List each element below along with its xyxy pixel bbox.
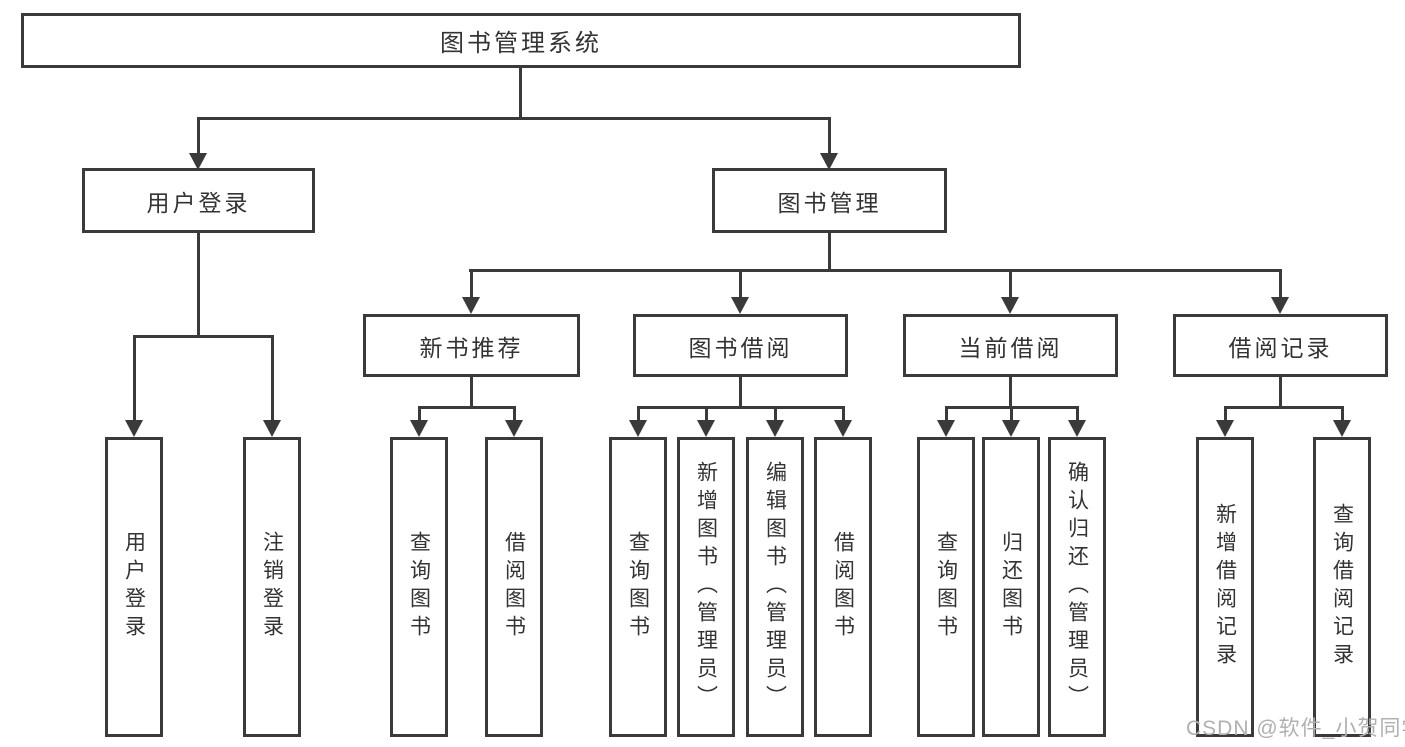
leaf-edit-book-admin: 编辑图书（管理员） xyxy=(746,437,804,737)
arrow-down-icon xyxy=(1271,297,1289,314)
connector-br-crossbar xyxy=(1224,406,1344,409)
node-current-borrowing: 当前借阅 xyxy=(903,314,1118,377)
connector-br-leaf1 xyxy=(1224,406,1227,422)
leaf-user-login: 用户登录 xyxy=(105,437,163,737)
leaf-add-borrow-record: 新增借阅记录 xyxy=(1196,437,1254,737)
node-root-library-system: 图书管理系统 xyxy=(21,13,1021,68)
leaf-query-books-current: 查询图书 xyxy=(917,437,975,737)
leaf-return-book: 归还图书 xyxy=(982,437,1040,737)
node-label: 用户登录 xyxy=(146,189,251,216)
arrow-down-icon xyxy=(937,420,955,437)
leaf-logout: 注销登录 xyxy=(243,437,301,737)
arrow-down-icon xyxy=(1001,297,1019,314)
connector-to-leaf-logout xyxy=(271,335,274,422)
leaf-borrow-books-borrowing: 借阅图书 xyxy=(814,437,872,737)
leaf-label: 查询图书 xyxy=(934,531,958,643)
arrow-down-icon xyxy=(189,153,207,170)
connector-bb-leaf4 xyxy=(842,406,845,422)
arrow-down-icon xyxy=(410,420,428,437)
leaf-label: 新增借阅记录 xyxy=(1213,503,1237,671)
leaf-query-books-borrowing: 查询图书 xyxy=(609,437,667,737)
leaf-label: 查询图书 xyxy=(407,531,431,643)
leaf-label: 编辑图书（管理员） xyxy=(763,461,787,713)
node-user-login: 用户登录 xyxy=(82,168,315,233)
connector-to-leaf-user-login xyxy=(133,335,136,422)
arrow-down-icon xyxy=(766,420,784,437)
arrow-down-icon xyxy=(462,297,480,314)
connector-bm-stem xyxy=(828,233,831,272)
connector-cb-leaf3 xyxy=(1076,406,1079,422)
leaf-label: 用户登录 xyxy=(122,531,146,643)
leaf-add-book-admin: 新增图书（管理员） xyxy=(677,437,735,737)
connector-root-crossbar xyxy=(197,117,831,120)
leaf-label: 借阅图书 xyxy=(502,531,526,643)
connector-to-new-book xyxy=(470,269,473,300)
leaf-borrow-books-recommend: 借阅图书 xyxy=(485,437,543,737)
node-label: 图书管理系统 xyxy=(440,30,602,57)
leaf-query-books-recommend: 查询图书 xyxy=(390,437,448,737)
arrow-down-icon xyxy=(1216,420,1234,437)
leaf-label: 查询图书 xyxy=(626,531,650,643)
connector-nb-crossbar xyxy=(418,406,516,409)
connector-bm-crossbar xyxy=(469,269,1282,272)
connector-bb-crossbar xyxy=(637,406,843,409)
connector-nb-leaf1 xyxy=(418,406,421,422)
leaf-query-borrow-record: 查询借阅记录 xyxy=(1313,437,1371,737)
connector-nb-stem xyxy=(470,377,473,409)
connector-bb-stem xyxy=(739,377,742,409)
arrow-down-icon xyxy=(629,420,647,437)
node-borrowing-records: 借阅记录 xyxy=(1173,314,1388,377)
leaf-label: 注销登录 xyxy=(260,531,284,643)
arrow-down-icon xyxy=(1068,420,1086,437)
arrow-down-icon xyxy=(731,297,749,314)
connector-cb-stem xyxy=(1009,377,1012,409)
leaf-label: 确认归还（管理员） xyxy=(1065,461,1089,713)
connector-to-current-borrowing xyxy=(1009,269,1012,300)
connector-ul-crossbar xyxy=(133,335,274,338)
arrow-down-icon xyxy=(505,420,523,437)
connector-br-stem xyxy=(1279,377,1282,409)
node-label: 借阅记录 xyxy=(1228,334,1333,361)
connector-root-stem xyxy=(519,68,522,119)
node-label: 图书管理 xyxy=(777,189,882,216)
leaf-label: 归还图书 xyxy=(999,531,1023,643)
arrow-down-icon xyxy=(697,420,715,437)
leaf-label: 查询借阅记录 xyxy=(1330,503,1354,671)
leaf-label: 借阅图书 xyxy=(831,531,855,643)
connector-bb-leaf2 xyxy=(705,406,708,422)
node-label: 图书借阅 xyxy=(688,334,793,361)
node-label: 新书推荐 xyxy=(419,334,524,361)
connector-bb-leaf1 xyxy=(637,406,640,422)
node-book-borrowing: 图书借阅 xyxy=(633,314,848,377)
arrow-down-icon xyxy=(1333,420,1351,437)
arrow-down-icon xyxy=(125,420,143,437)
arrow-down-icon xyxy=(1002,420,1020,437)
node-book-management: 图书管理 xyxy=(712,168,947,233)
leaf-label: 新增图书（管理员） xyxy=(694,461,718,713)
leaf-confirm-return-admin: 确认归还（管理员） xyxy=(1048,437,1106,737)
connector-nb-leaf2 xyxy=(513,406,516,422)
connector-to-book-management xyxy=(828,117,831,155)
arrow-down-icon xyxy=(263,420,281,437)
connector-ul-stem xyxy=(197,233,200,337)
connector-to-book-borrowing xyxy=(739,269,742,300)
arrow-down-icon xyxy=(820,153,838,170)
node-label: 当前借阅 xyxy=(958,334,1063,361)
connector-bb-leaf3 xyxy=(774,406,777,422)
connector-cb-leaf2 xyxy=(1010,406,1013,422)
connector-cb-leaf1 xyxy=(945,406,948,422)
connector-to-borrowing-records xyxy=(1279,269,1282,300)
node-new-book-recommend: 新书推荐 xyxy=(363,314,580,377)
connector-br-leaf2 xyxy=(1341,406,1344,422)
arrow-down-icon xyxy=(834,420,852,437)
connector-to-user-login xyxy=(197,117,200,155)
csdn-watermark: CSDN @软件_小贺同学 xyxy=(1186,717,1405,740)
